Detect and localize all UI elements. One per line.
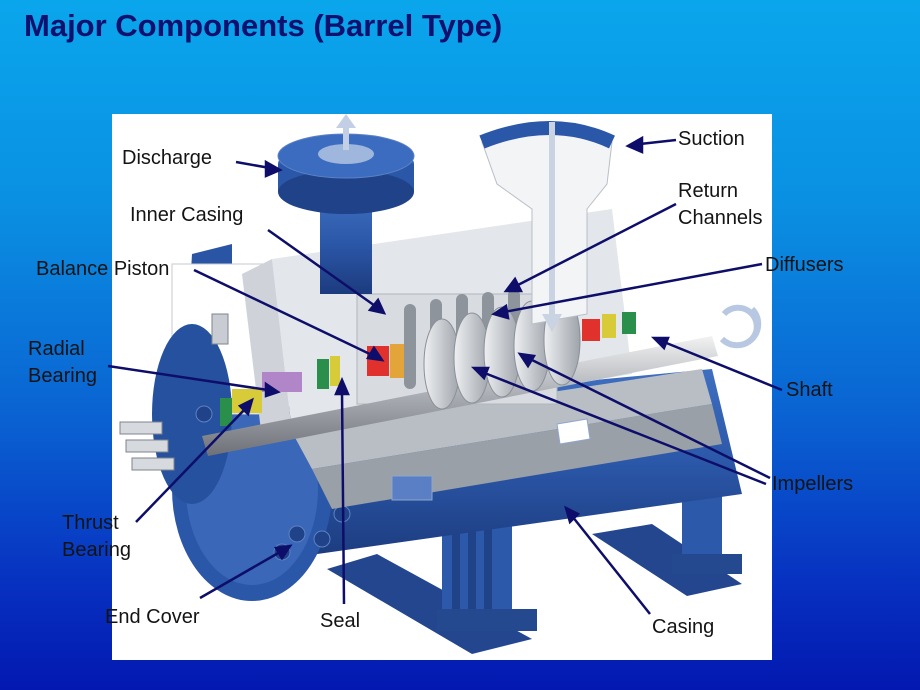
label-end-cover: End Cover bbox=[105, 606, 200, 628]
label-return-channels-line1: Return bbox=[678, 180, 739, 202]
label-discharge: Discharge bbox=[122, 147, 213, 169]
suction-nozzle bbox=[479, 121, 615, 332]
name-plate bbox=[391, 418, 591, 501]
impellers-leader-2 bbox=[470, 366, 767, 486]
seal-leader bbox=[334, 376, 350, 605]
label-radial-bearing-line2: Bearing bbox=[28, 365, 97, 387]
discharge-leader bbox=[235, 159, 283, 178]
label-radial-bearing-line1: Radial bbox=[28, 338, 85, 360]
inner-casing-leader bbox=[267, 228, 387, 315]
shaft bbox=[202, 336, 718, 456]
label-return-channels-line2: Channels bbox=[678, 207, 763, 229]
page-title: Major Components (Barrel Type) bbox=[24, 8, 503, 43]
compressor-cutaway-image bbox=[112, 114, 772, 660]
label-seal: Seal bbox=[320, 610, 361, 632]
casing-leader bbox=[564, 505, 651, 615]
label-casing: Casing bbox=[652, 616, 715, 638]
discharge-nozzle bbox=[277, 114, 415, 294]
rotation-arrows-icon bbox=[719, 304, 762, 349]
label-suction: Suction bbox=[678, 128, 745, 150]
balance-piston-leader bbox=[193, 268, 385, 362]
impellers-leader-1 bbox=[517, 352, 771, 480]
label-diffusers: Diffusers bbox=[765, 254, 844, 276]
impellers bbox=[423, 294, 581, 410]
label-balance-piston: Balance Piston bbox=[36, 258, 170, 280]
label-inner-casing: Inner Casing bbox=[130, 204, 244, 226]
label-shaft: Shaft bbox=[786, 379, 833, 401]
label-thrust-bearing-line2: Bearing bbox=[62, 539, 131, 561]
return-channels-leader bbox=[503, 202, 677, 293]
instrument-connectors bbox=[119, 313, 229, 471]
end-cover-leader bbox=[199, 544, 293, 600]
thrust-bearing-leader bbox=[135, 397, 254, 523]
shaft-leader bbox=[650, 336, 783, 392]
label-thrust-bearing-line1: Thrust bbox=[62, 512, 119, 534]
radial-bearing-leader bbox=[107, 364, 281, 398]
diffusers-leader bbox=[491, 262, 763, 320]
suction-leader bbox=[625, 135, 677, 154]
label-impellers: Impellers bbox=[772, 473, 854, 495]
compressor-cutaway-drawing bbox=[119, 114, 762, 654]
